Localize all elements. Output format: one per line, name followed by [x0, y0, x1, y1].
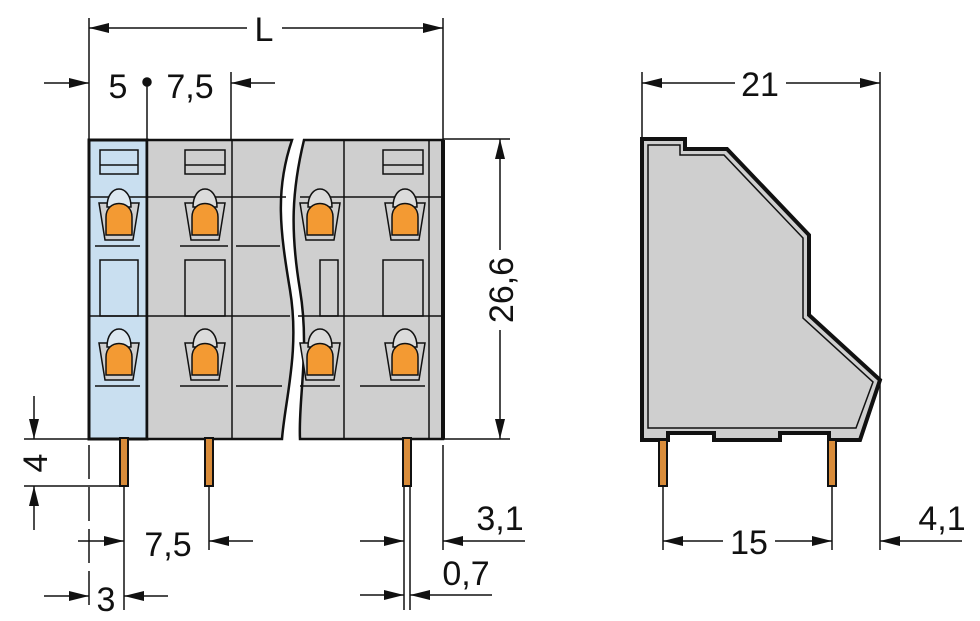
dim-pin-spacing: 15	[730, 524, 768, 562]
dim-height: 26,6	[483, 257, 521, 323]
front-dimensions	[24, 18, 525, 610]
side-pin-left	[658, 439, 668, 487]
front-dimension-labels: L 5 7,5 26,6 4 7,5 3 3,1 0,7	[17, 11, 524, 619]
dim-depth: 21	[741, 66, 779, 104]
clamp-row-upper	[98, 188, 426, 241]
dim-end-offset: 5	[109, 68, 128, 106]
side-housing	[640, 137, 883, 442]
dim-pin-to-front: 4,1	[918, 500, 965, 538]
side-dimension-labels: 21 15 4,1	[730, 66, 966, 562]
housing-right-section	[292, 138, 445, 441]
dim-pin-offset: 3	[97, 581, 116, 619]
side-dimensions	[641, 72, 962, 550]
side-view	[640, 137, 883, 487]
dim-pitch-top: 7,5	[166, 68, 213, 106]
side-pin-right	[827, 439, 837, 487]
dim-pin-width: 0,7	[442, 555, 489, 593]
dim-pin-length: 4	[17, 454, 55, 473]
dim-end-to-pin: 3,1	[476, 500, 523, 538]
front-view	[87, 138, 445, 487]
housing-left-section	[145, 138, 295, 441]
dim-overall-length: L	[255, 11, 274, 49]
dim-pitch-bottom: 7,5	[144, 526, 191, 564]
solder-pins	[119, 437, 412, 487]
clamp-row-lower	[98, 328, 426, 381]
